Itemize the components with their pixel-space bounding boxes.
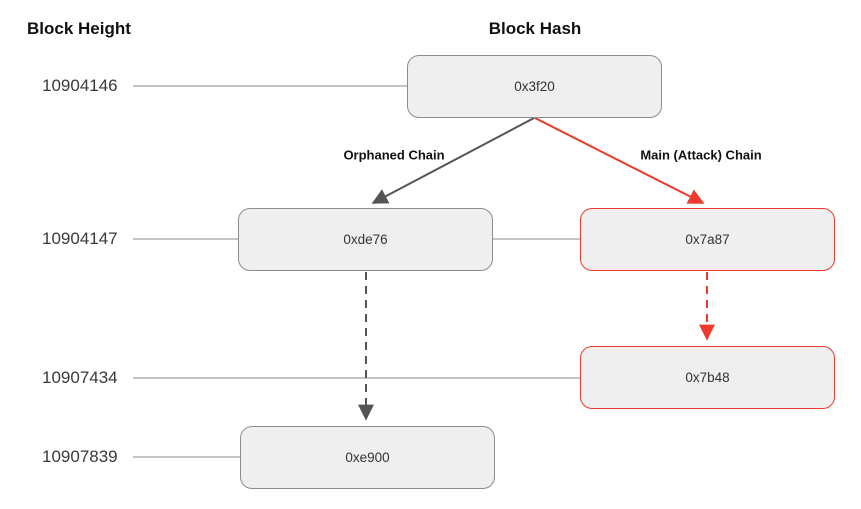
height-label-10904147: 10904147 [42,229,118,248]
block-hash-header: Block Hash [488,19,582,38]
orphaned-chain-label: Orphaned Chain [343,147,445,163]
block-height-header: Block Height [27,19,131,38]
block-hash-text: 0x7a87 [685,232,730,247]
height-label-10907839: 10907839 [42,447,118,466]
block-hash-text: 0xde76 [343,232,388,247]
block-node-0x7b48: 0x7b48 [580,346,835,409]
block-hash-text: 0x3f20 [514,79,555,94]
block-hash-text: 0x7b48 [685,370,730,385]
orphaned-chain-arrow [371,117,535,204]
block-node-0xde76: 0xde76 [238,208,493,271]
block-node-0x7a87: 0x7a87 [580,208,835,271]
main-attack-chain-arrow [534,117,705,204]
height-label-10907434: 10907434 [42,368,118,387]
height-label-10904146: 10904146 [42,76,118,95]
block-hash-text: 0xe900 [345,450,390,465]
block-node-0xe900: 0xe900 [240,426,495,489]
block-node-0x3f20: 0x3f20 [407,55,662,118]
main-attack-chain-label: Main (Attack) Chain [640,147,762,163]
